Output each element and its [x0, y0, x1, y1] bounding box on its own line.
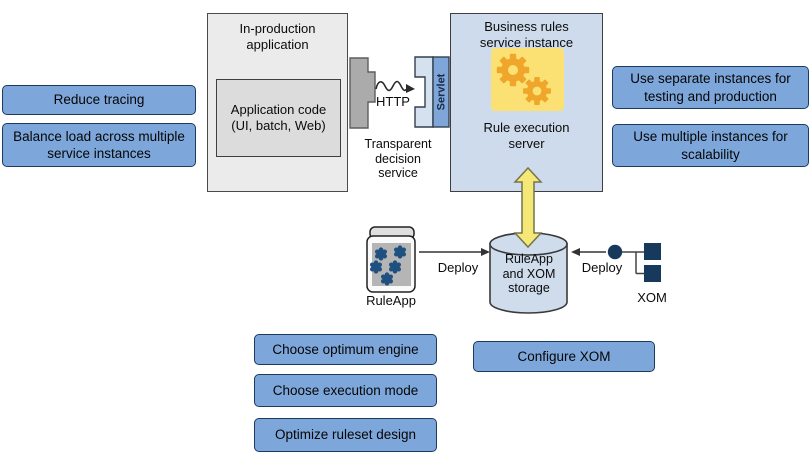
double-arrow-shape	[513, 166, 543, 249]
execution-storage-arrow-icon	[513, 166, 543, 249]
plug-shape	[349, 57, 376, 129]
ruleapp-label: RuleApp	[366, 293, 416, 308]
socket-shape	[414, 56, 434, 128]
business-rules-service-title: Business rules service instance	[479, 19, 574, 50]
rule-asterisks	[370, 245, 406, 286]
callout-multiple-instances: Use multiple instances for scalability	[612, 124, 809, 167]
squiggle-line	[375, 80, 409, 92]
arrowhead-right	[406, 84, 415, 93]
callout-balance-load: Balance load across multiple service ins…	[2, 123, 196, 167]
xom-label: XOM	[637, 290, 667, 305]
deploy-right-label: Deploy	[581, 260, 623, 275]
application-code-box: Application code (UI, batch, Web)	[216, 79, 341, 157]
callout-reduce-tracing: Reduce tracing	[2, 85, 196, 115]
rule-execution-server-label: Rule execution server	[483, 120, 570, 151]
gear-1	[496, 53, 530, 87]
storage-label: RuleApp and XOM storage	[502, 252, 556, 295]
callout-separate-instances: Use separate instances for testing and p…	[612, 66, 809, 109]
servlet-strip	[432, 56, 450, 128]
deploy-left-label: Deploy	[437, 260, 479, 275]
callout-configure-xom: Configure XOM	[473, 341, 655, 372]
xom-object-2	[644, 265, 661, 282]
deploy-left-arrow-icon	[419, 248, 490, 256]
servlet-label: Servlet	[436, 73, 448, 110]
plug-connector-icon	[349, 57, 376, 129]
xom-root-node	[607, 244, 623, 260]
callout-choose-engine: Choose optimum engine	[254, 334, 437, 365]
deploy-right-arrow-icon	[571, 248, 606, 256]
gear-2	[523, 77, 551, 105]
callout-optimize-design: Optimize ruleset design	[254, 418, 437, 452]
gears-svg	[496, 53, 551, 105]
http-squiggle-arrow-icon	[375, 80, 415, 93]
callout-choose-mode: Choose execution mode	[254, 374, 437, 407]
xom-object-1	[644, 243, 661, 260]
servlet-connector: Servlet	[414, 56, 450, 128]
storage-cylinder-icon	[489, 232, 568, 314]
transparent-decision-service-label: Transparent decision service	[364, 137, 432, 180]
ruleapp-jar-icon	[366, 226, 416, 293]
gears-icon	[491, 48, 564, 111]
http-label: HTTP	[376, 94, 410, 109]
xom-icon	[607, 243, 661, 282]
in-production-application-title: In-production application	[239, 21, 316, 52]
